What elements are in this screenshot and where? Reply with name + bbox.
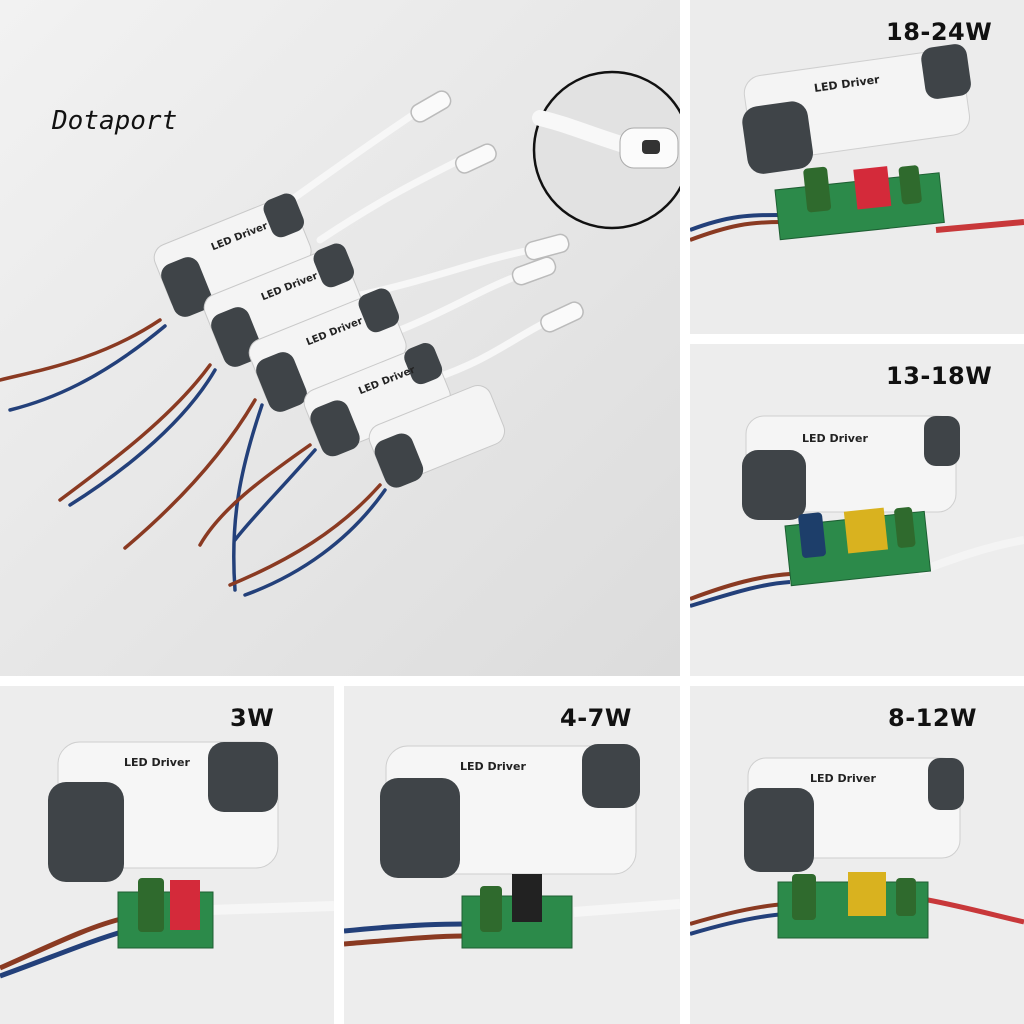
- wattage-label: 3W: [230, 704, 275, 732]
- wattage-label: 4-7W: [560, 704, 632, 732]
- driver-stack: LED Driver LED Driver LED Driver LED Dri…: [153, 193, 506, 488]
- driver-photo-3w: LED Driver: [0, 686, 334, 1024]
- panel-8-12w: LED Driver 8-12W: [690, 686, 1024, 1024]
- driver-photo-4-7w: LED Driver: [344, 686, 680, 1024]
- panel-4-7w: LED Driver 4-7W: [344, 686, 680, 1024]
- svg-text:LED Driver: LED Driver: [124, 756, 190, 769]
- svg-text:LED Driver: LED Driver: [460, 760, 526, 773]
- driver-photo-18-24w: LED Driver: [690, 0, 1024, 334]
- main-product-photo: LED Driver LED Driver LED Driver LED Dri…: [0, 0, 680, 676]
- panel-18-24w: LED Driver 18-24W: [690, 0, 1024, 334]
- wattage-label: 8-12W: [888, 704, 978, 732]
- brand-watermark: Dotaport: [52, 106, 178, 136]
- main-panel: LED Driver LED Driver LED Driver LED Dri…: [0, 0, 680, 676]
- driver-photo-8-12w: LED Driver: [690, 686, 1024, 1024]
- connector-inset: [532, 70, 680, 230]
- panel-3w: LED Driver 3W: [0, 686, 334, 1024]
- svg-text:LED Driver: LED Driver: [810, 772, 876, 785]
- panel-13-18w: LED Driver 13-18W: [690, 344, 1024, 676]
- wattage-label: 13-18W: [886, 362, 993, 390]
- driver-photo-13-18w: LED Driver: [690, 344, 1024, 676]
- wattage-label: 18-24W: [886, 18, 993, 46]
- svg-text:LED Driver: LED Driver: [802, 432, 868, 445]
